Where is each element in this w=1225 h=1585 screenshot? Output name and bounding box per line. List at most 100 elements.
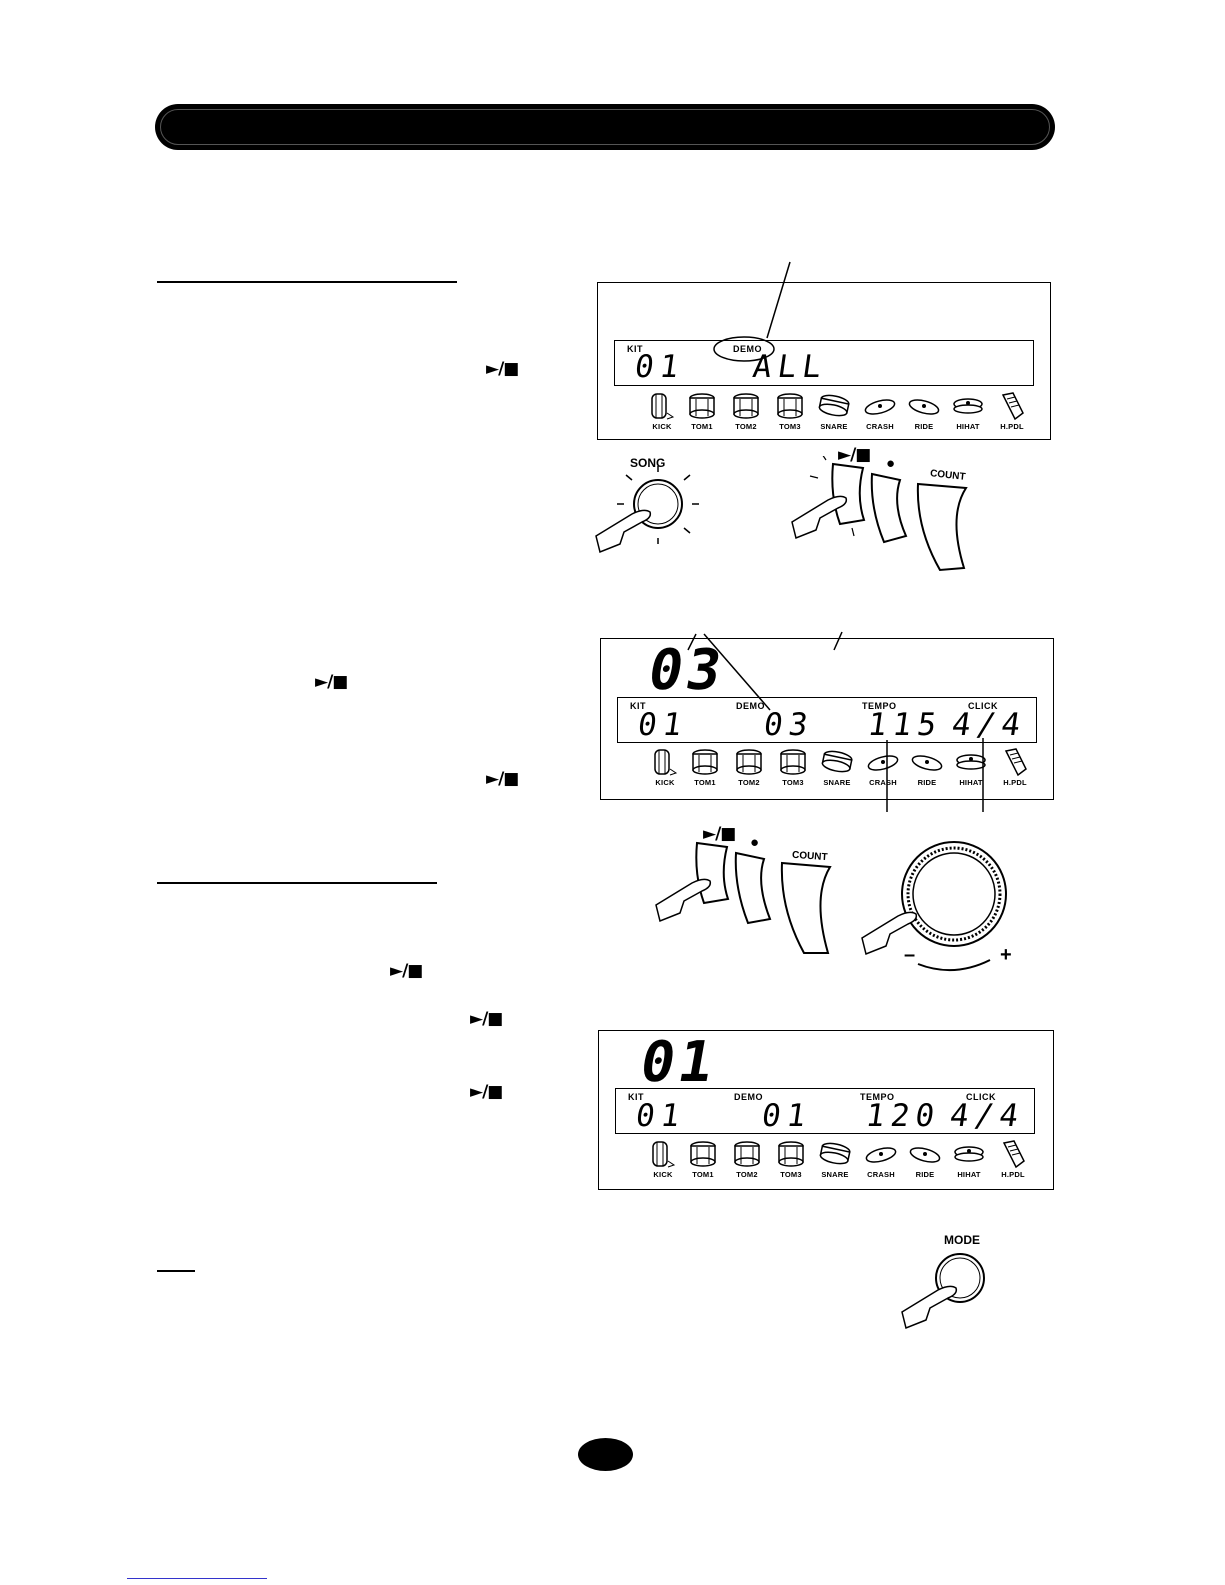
hihat-icon bbox=[949, 747, 993, 777]
tempo-value: 120 bbox=[863, 1098, 943, 1134]
minus-label: – bbox=[904, 944, 916, 966]
drum-item-snare: SNARE bbox=[813, 1139, 857, 1179]
kit-label: KIT bbox=[630, 701, 646, 711]
hihat-icon bbox=[946, 391, 990, 421]
play-stop-icon: ►/■ bbox=[486, 769, 519, 789]
drum-item-tom2: TOM2 bbox=[727, 747, 771, 787]
hand-pointer-icon bbox=[655, 878, 712, 923]
drum-label: TOM3 bbox=[782, 778, 804, 787]
drum-item-hpdl: H.PDL bbox=[991, 1139, 1035, 1179]
drum-label: TOM2 bbox=[738, 778, 760, 787]
play-stop-icon: ►/■ bbox=[470, 1082, 503, 1102]
play-stop-icon: ►/■ bbox=[486, 359, 519, 379]
drum-icon-row-3: KICK TOM1 TOM2 TOM3 SNARE CRASH RIDE HIHAT H.PDL bbox=[641, 1139, 1041, 1183]
song-number: 01 bbox=[635, 1030, 723, 1095]
hihat-icon bbox=[947, 1139, 991, 1169]
cymbal-icon bbox=[859, 1139, 903, 1169]
section-underline-2 bbox=[157, 882, 437, 884]
callout-pointer bbox=[713, 261, 791, 362]
drum-label: HIHAT bbox=[957, 1170, 981, 1179]
kit-value: 01 bbox=[632, 349, 687, 385]
drum-label: HIHAT bbox=[956, 422, 980, 431]
drum-item-ride: RIDE bbox=[905, 747, 949, 787]
mode-button[interactable] bbox=[900, 1250, 1010, 1330]
callout-pointers-2 bbox=[687, 631, 984, 812]
transport-buttons-1 bbox=[791, 456, 968, 572]
display-panel-3: 01 KIT DEMO TEMPO CLICK 01 01 120 4/4 KI… bbox=[598, 1030, 1054, 1190]
drum-label: TOM2 bbox=[736, 1170, 758, 1179]
cymbal-icon bbox=[905, 747, 949, 777]
page-number-oval bbox=[578, 1438, 633, 1471]
hand-pointer-icon bbox=[791, 495, 848, 540]
drum-label: SNARE bbox=[820, 422, 848, 431]
count-button[interactable] bbox=[780, 861, 832, 954]
drum-item-hihat: HIHAT bbox=[947, 1139, 991, 1179]
drum-item-tom3: TOM3 bbox=[769, 1139, 813, 1179]
drum-label: TOM3 bbox=[780, 1170, 802, 1179]
drum-label: CRASH bbox=[869, 778, 897, 787]
lcd-screen-2: KIT DEMO TEMPO CLICK 01 03 115 4/4 bbox=[617, 697, 1037, 743]
drum-label: TOM3 bbox=[779, 422, 801, 431]
tom-drum-icon bbox=[683, 747, 727, 777]
kick-drum-icon bbox=[643, 747, 687, 777]
drum-item-kick: KICK bbox=[643, 747, 687, 787]
record-icon: ● bbox=[886, 455, 896, 472]
tempo-label: TEMPO bbox=[862, 701, 897, 711]
play-stop-icon: ►/■ bbox=[703, 824, 736, 844]
count-button[interactable] bbox=[916, 482, 968, 572]
drum-label: CRASH bbox=[867, 1170, 895, 1179]
hihat-pedal-icon bbox=[990, 391, 1034, 421]
hand-pointer-icon bbox=[861, 911, 918, 956]
record-button[interactable] bbox=[734, 851, 772, 925]
drum-label: TOM2 bbox=[735, 422, 757, 431]
lcd-screen-1: KIT DEMO 01 ALL bbox=[614, 340, 1034, 386]
drum-item-crash: CRASH bbox=[858, 391, 902, 431]
record-button[interactable] bbox=[870, 472, 908, 544]
display-panel-2: 03 KIT DEMO TEMPO CLICK 01 03 115 4/4 KI… bbox=[600, 638, 1054, 800]
kit-label: KIT bbox=[628, 1092, 644, 1102]
drum-label: KICK bbox=[653, 1170, 673, 1179]
drum-label: TOM1 bbox=[692, 1170, 714, 1179]
drum-item-ride: RIDE bbox=[902, 391, 946, 431]
demo-label: DEMO bbox=[734, 1092, 763, 1102]
drum-label: TOM1 bbox=[694, 778, 716, 787]
mode-button-label: MODE bbox=[944, 1233, 980, 1247]
tom-drum-icon bbox=[771, 747, 815, 777]
dial-knob-icon[interactable] bbox=[858, 838, 1028, 972]
play-stop-icon: ►/■ bbox=[315, 672, 348, 692]
drum-item-tom2: TOM2 bbox=[725, 1139, 769, 1179]
section-underline-1 bbox=[157, 281, 457, 283]
cymbal-icon bbox=[902, 391, 946, 421]
drum-item-tom3: TOM3 bbox=[768, 391, 812, 431]
kick-drum-icon bbox=[640, 391, 684, 421]
tom-drum-icon bbox=[727, 747, 771, 777]
drum-item-snare: SNARE bbox=[812, 391, 856, 431]
drum-item-kick: KICK bbox=[641, 1139, 685, 1179]
drum-item-hpdl: H.PDL bbox=[990, 391, 1034, 431]
drum-label: H.PDL bbox=[1000, 422, 1024, 431]
drum-item-kick: KICK bbox=[640, 391, 684, 431]
tempo-label: TEMPO bbox=[860, 1092, 895, 1102]
kick-drum-icon bbox=[641, 1139, 685, 1169]
drum-item-tom3: TOM3 bbox=[771, 747, 815, 787]
drum-item-tom1: TOM1 bbox=[681, 1139, 725, 1179]
record-icon: ● bbox=[750, 834, 760, 851]
drum-label: RIDE bbox=[915, 1170, 935, 1179]
snare-drum-icon bbox=[812, 391, 856, 421]
tom-drum-icon bbox=[768, 391, 812, 421]
drum-item-hihat: HIHAT bbox=[949, 747, 993, 787]
drum-item-tom1: TOM1 bbox=[680, 391, 724, 431]
play-stop-icon: ►/■ bbox=[470, 1009, 503, 1029]
play-stop-button[interactable] bbox=[695, 841, 730, 905]
hand-pointer-icon bbox=[595, 509, 652, 554]
play-stop-button[interactable] bbox=[831, 462, 866, 526]
drum-label: H.PDL bbox=[1003, 778, 1027, 787]
tom-drum-icon bbox=[681, 1139, 725, 1169]
drum-item-hihat: HIHAT bbox=[946, 391, 990, 431]
drum-label: SNARE bbox=[823, 778, 851, 787]
song-button[interactable] bbox=[592, 466, 712, 556]
demo-label: DEMO bbox=[736, 701, 765, 711]
demo-label: DEMO bbox=[733, 344, 762, 354]
